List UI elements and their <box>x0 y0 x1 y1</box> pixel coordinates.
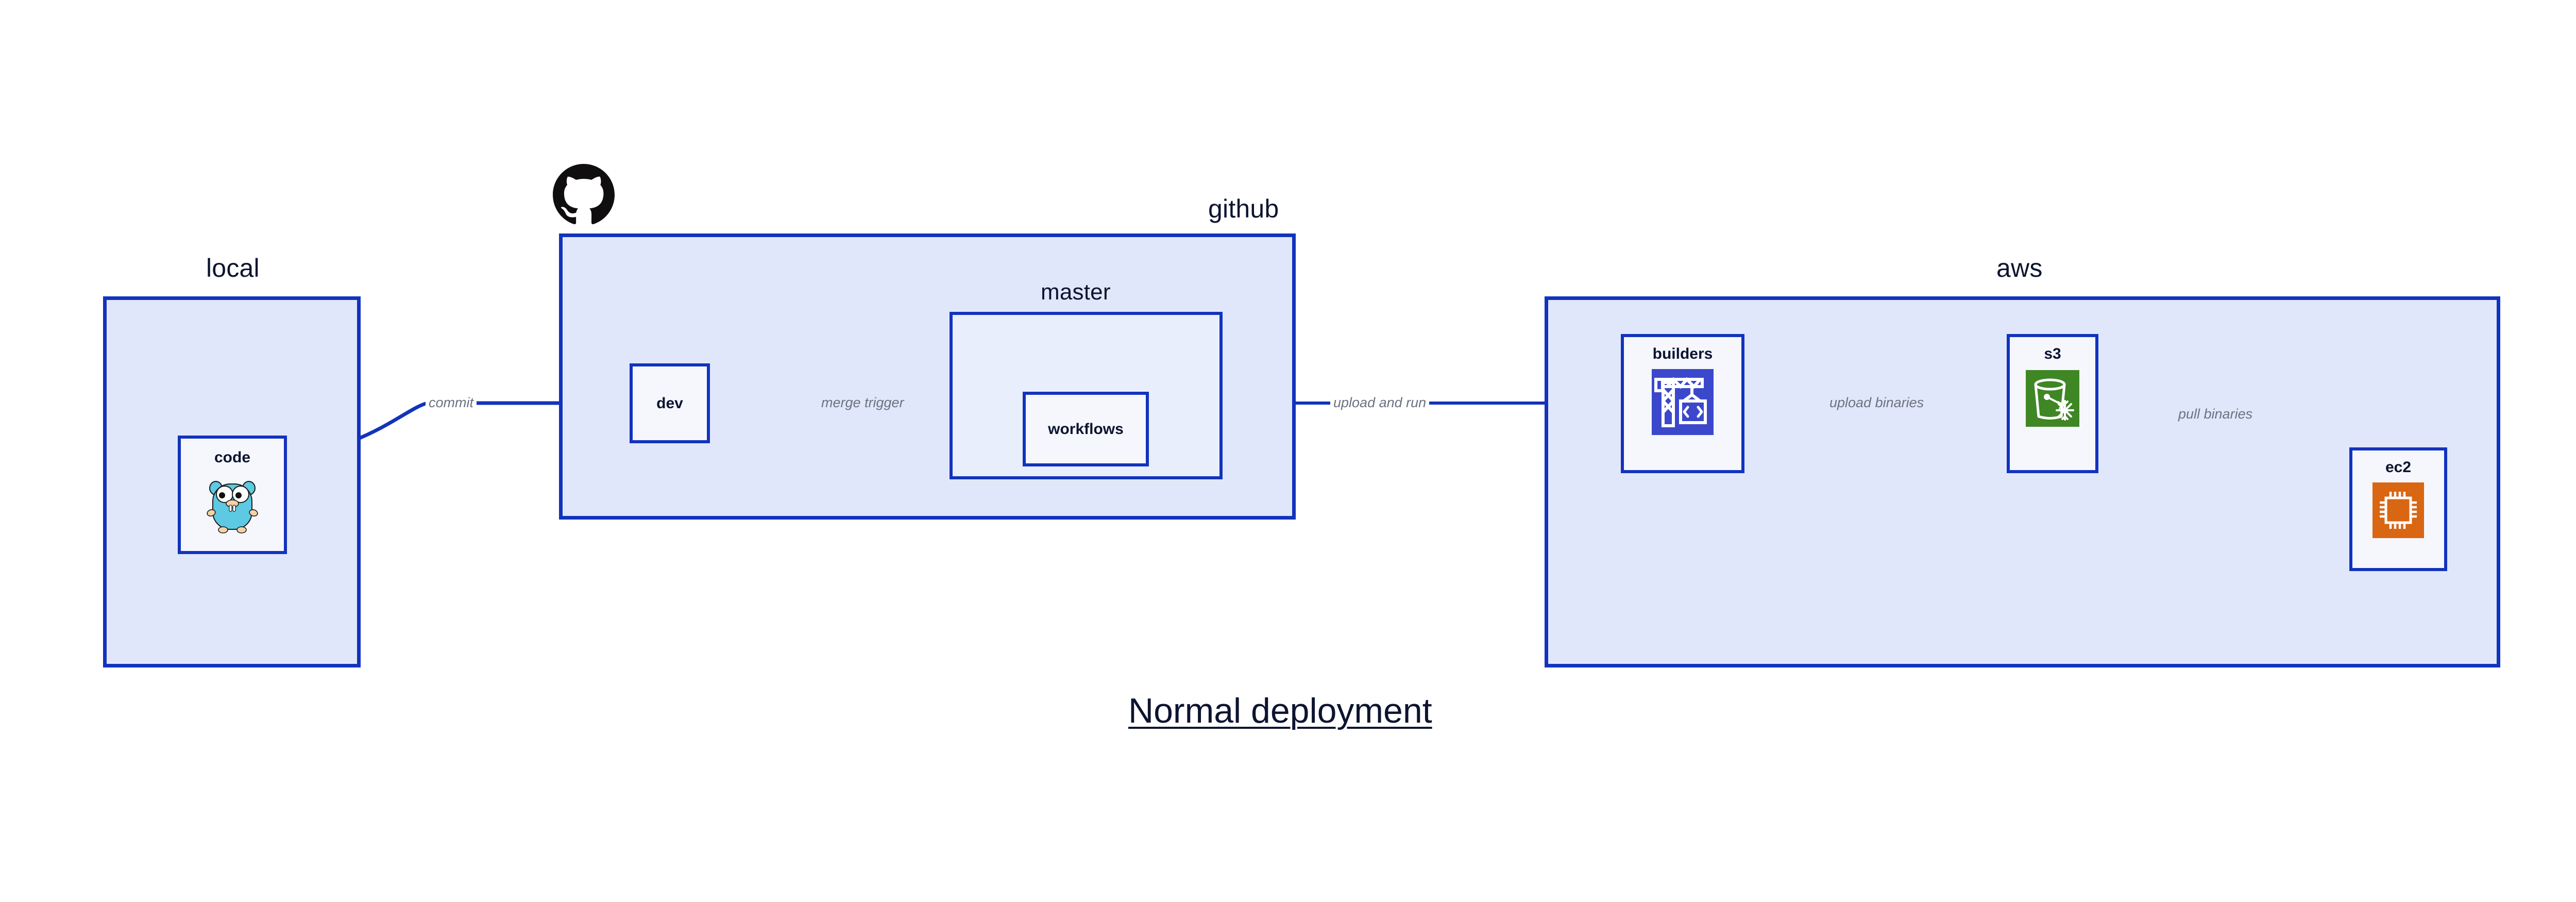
node-label-workflows: workflows <box>1048 420 1124 438</box>
node-ec2[interactable]: ec2 <box>2349 447 2447 571</box>
aws-ec2-chip-icon <box>2372 482 2424 538</box>
node-workflows[interactable]: workflows <box>1023 392 1149 466</box>
edge-label-merge-trigger: merge trigger <box>818 396 907 410</box>
edge-label-upload-and-run: upload and run <box>1330 396 1430 410</box>
group-label-local: local <box>206 254 260 282</box>
page-title: Normal deployment <box>1128 691 1432 730</box>
go-gopher-icon <box>205 473 260 534</box>
github-octocat-logo <box>553 164 615 226</box>
node-builders[interactable]: builders <box>1621 334 1744 473</box>
aws-codebuild-icon <box>1652 369 1714 435</box>
node-label-code: code <box>214 449 251 466</box>
node-label-dev: dev <box>656 394 683 412</box>
edge-label-pull-binaries: pull binaries <box>2175 407 2256 421</box>
node-code[interactable]: code <box>178 436 287 554</box>
node-label-ec2: ec2 <box>2385 459 2412 476</box>
node-label-builders: builders <box>1652 345 1713 362</box>
node-s3[interactable]: s3 <box>2007 334 2098 473</box>
edge-label-commit: commit <box>426 396 477 410</box>
group-label-github: github <box>1208 194 1279 223</box>
group-label-aws: aws <box>1996 254 2043 282</box>
group-label-master: master <box>1041 279 1111 305</box>
aws-s3-glacier-bucket-icon <box>2026 370 2079 427</box>
edge-label-upload-binaries: upload binaries <box>1826 396 1927 410</box>
node-dev[interactable]: dev <box>630 363 710 443</box>
node-label-s3: s3 <box>2044 345 2061 362</box>
